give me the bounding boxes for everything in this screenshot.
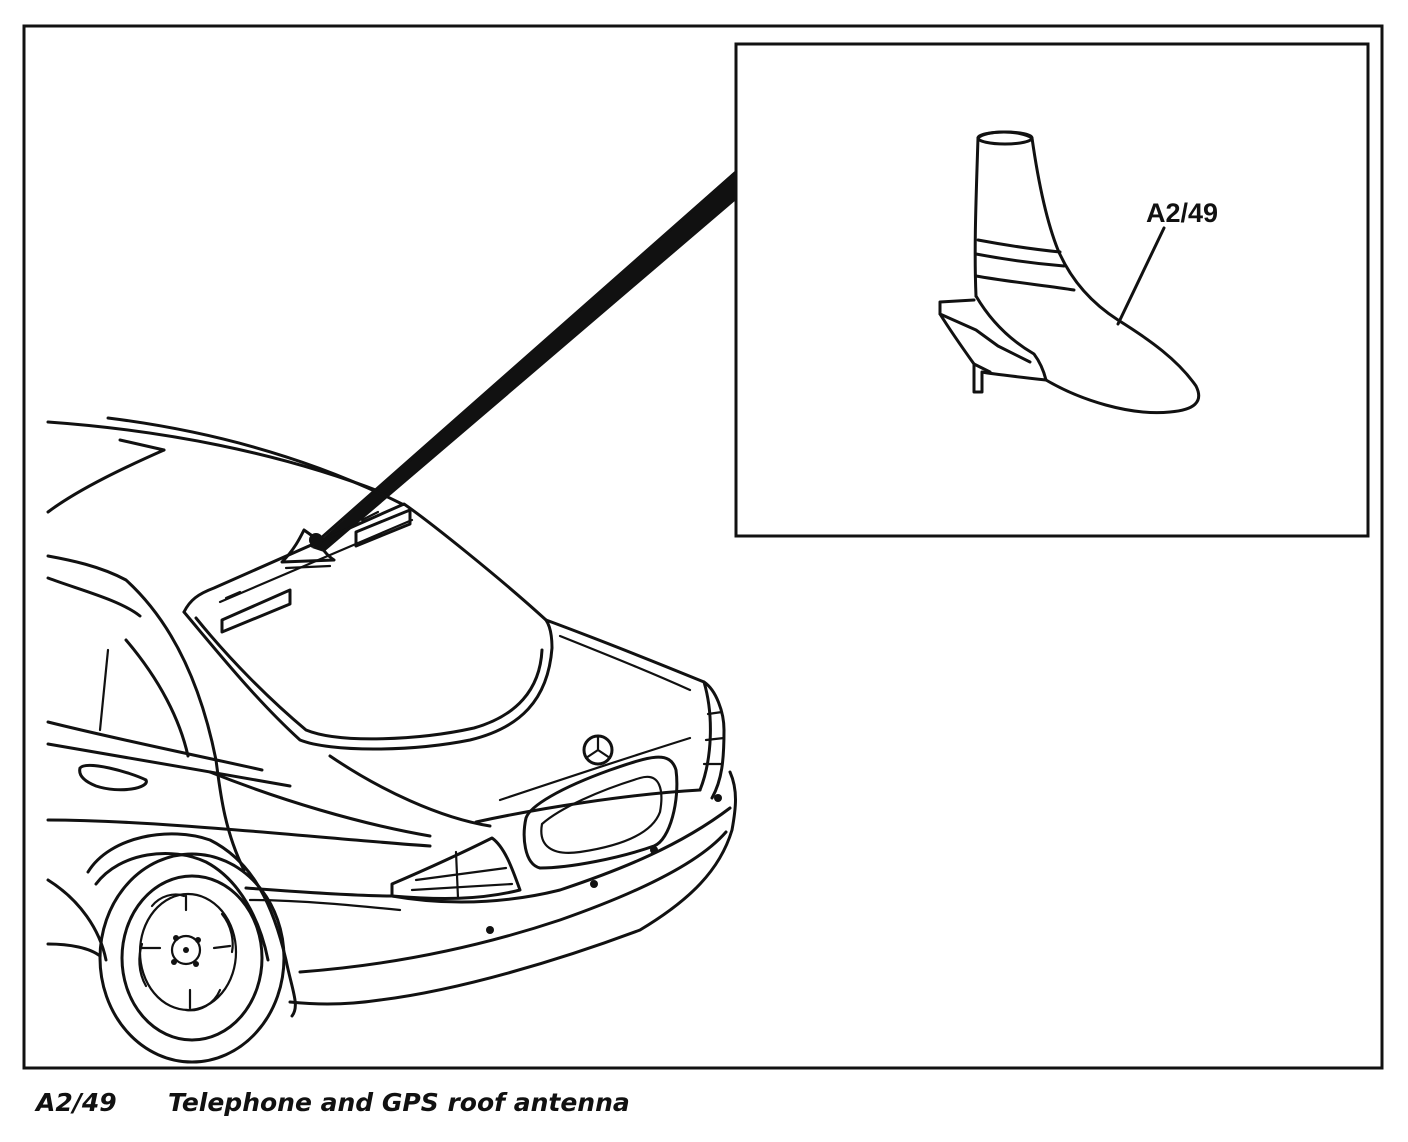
caption-description: Telephone and GPS roof antenna bbox=[168, 1088, 630, 1117]
car-rear-illustration bbox=[46, 416, 737, 1064]
figure-caption: A2/49 Telephone and GPS roof antenna bbox=[36, 1088, 936, 1128]
roof-antenna-mark bbox=[280, 528, 336, 570]
callout-label: A2/49 bbox=[1146, 198, 1218, 228]
caption-code: A2/49 bbox=[36, 1088, 117, 1117]
callout-leader bbox=[1116, 226, 1166, 326]
leader-wedge bbox=[310, 170, 738, 552]
star-emblem bbox=[582, 734, 614, 766]
inset-frame bbox=[734, 42, 1370, 538]
rear-wheel bbox=[98, 852, 286, 1064]
figure-frame bbox=[22, 24, 1384, 1070]
antenna-detail-inset: A2/49 bbox=[734, 42, 1370, 538]
antenna-detail-icon bbox=[938, 130, 1201, 415]
